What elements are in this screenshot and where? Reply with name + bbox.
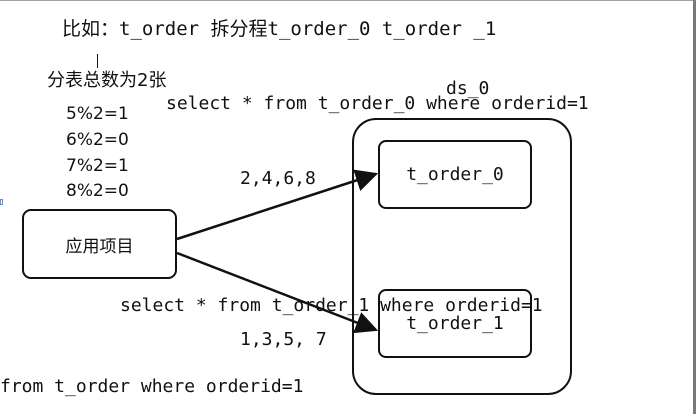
- arrow-to-t-order-1: [176, 251, 379, 334]
- table-t-order-0-label: t_order_0: [406, 164, 504, 185]
- canvas-top-border: [0, 0, 696, 1]
- datasource-label: ds_0: [446, 78, 490, 99]
- application-box[interactable]: 应用项目: [22, 209, 177, 279]
- canvas-right-border: [693, 0, 696, 414]
- sql-query-logical: from t_order where orderid=1: [0, 376, 304, 397]
- application-box-label: 应用项目: [65, 236, 134, 257]
- sql-query-t-order-1: select * from t_order_1 where orderid=1: [120, 295, 543, 316]
- sql-query-t-order-0: select * from t_order_0 where orderid=1: [166, 93, 589, 114]
- text-cursor: [97, 54, 98, 68]
- odd-ids-label: 1,3,5, 7: [240, 329, 327, 350]
- table-t-order-0[interactable]: t_order_0: [378, 140, 532, 209]
- table-t-order-1[interactable]: t_order_1: [378, 289, 532, 358]
- table-t-order-1-label: t_order_1: [406, 313, 504, 334]
- mod-example: 8%2=0: [66, 181, 129, 201]
- shard-count-caption: 分表总数为2张: [47, 70, 167, 91]
- mod-example: 6%2=0: [66, 130, 129, 150]
- diagram-title: 比如：t_order 拆分程t_order_0 t_order _1: [62, 18, 497, 40]
- arrow-to-t-order-0: [176, 169, 379, 241]
- selection-handle[interactable]: [0, 199, 3, 205]
- even-ids-label: 2,4,6,8: [240, 168, 316, 189]
- mod-example: 7%2=1: [66, 156, 129, 176]
- mod-example: 5%2=1: [66, 104, 129, 124]
